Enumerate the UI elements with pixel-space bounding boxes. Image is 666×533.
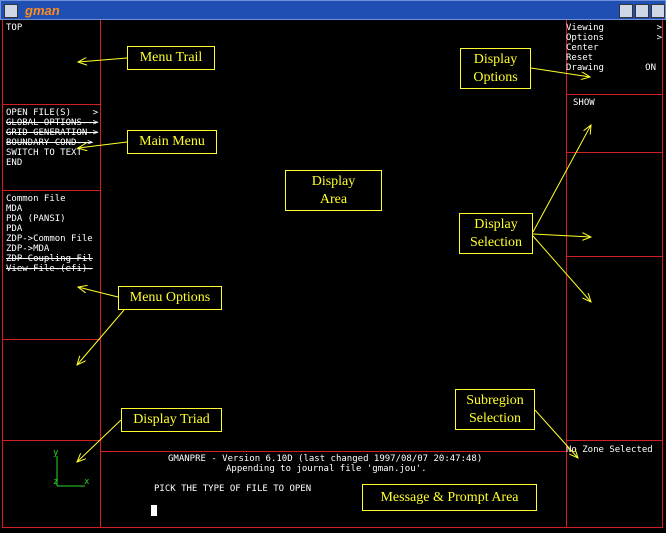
arrow-display-triad (77, 419, 122, 462)
callout-display-area-line1: Display (311, 173, 356, 189)
left-sep-3 (2, 339, 100, 340)
window-menu-button[interactable] (4, 4, 18, 18)
right-sep-4 (566, 440, 662, 441)
window-border-left (2, 20, 3, 528)
callout-display-options: Display Options (460, 48, 531, 89)
callout-menu-trail: Menu Trail (127, 46, 215, 70)
message-area-divider (100, 451, 566, 452)
arrow-subregion (534, 409, 578, 458)
callout-display-selection-line2: Selection (469, 234, 523, 250)
menu-options: Common File MDA PDA (PANSI) PDA ZDP->Com… (6, 194, 93, 274)
main-menu-global-options[interactable]: GLOBAL OPTIONS--> (6, 118, 99, 128)
callout-display-area: Display Area (285, 170, 382, 211)
menu-trail: TOP (6, 23, 23, 33)
display-option-reset[interactable]: Reset (566, 53, 662, 63)
option-pda[interactable]: PDA (6, 224, 23, 234)
maximize-button[interactable] (635, 4, 649, 18)
display-option-viewing[interactable]: Viewing > (566, 23, 662, 33)
left-sep-1 (2, 104, 100, 105)
display-option-center[interactable]: Center (566, 43, 662, 53)
option-zdp-mda[interactable]: ZDP->MDA (6, 244, 50, 254)
option-zdp-coupling-file[interactable]: ZDP Coupling Fil (6, 254, 93, 264)
callout-subregion: Subregion Selection (455, 389, 535, 430)
callout-subregion-line1: Subregion (466, 392, 524, 408)
triad-x-label: x (84, 477, 90, 487)
display-option-viewing-label: Viewing (566, 23, 604, 33)
display-option-options-suffix: > (656, 33, 662, 43)
window-title: gman (25, 3, 60, 18)
arrow-main-menu (78, 141, 128, 148)
left-sep-4 (2, 440, 100, 441)
display-option-drawing-label: Drawing (566, 63, 604, 73)
minimize-button[interactable] (619, 4, 633, 18)
left-sep-2 (2, 190, 100, 191)
arrow-display-selection-up (532, 125, 591, 233)
prompt-text: PICK THE TYPE OF FILE TO OPEN (154, 484, 312, 494)
triad-y-label: y (53, 448, 59, 458)
display-triad (56, 456, 85, 487)
right-sep-3 (566, 256, 662, 257)
display-option-options[interactable]: Options > (566, 33, 662, 43)
option-mda[interactable]: MDA (6, 204, 23, 214)
display-option-options-label: Options (566, 33, 604, 43)
callout-display-selection: Display Selection (459, 213, 533, 254)
callout-menu-options: Menu Options (118, 286, 222, 310)
main-menu-open-files[interactable]: OPEN FILE(S) > (6, 108, 99, 118)
display-option-drawing-state: ON (645, 63, 656, 73)
main-menu-boundary-cond[interactable]: BOUNDARY COND--> (6, 138, 93, 148)
callout-display-options-line1: Display (473, 51, 518, 67)
option-view-file[interactable]: View-File-(efi)- (6, 264, 93, 274)
option-common-file[interactable]: Common File (6, 194, 66, 204)
main-menu: OPEN FILE(S) > GLOBAL OPTIONS--> GRID GE… (6, 108, 98, 168)
callout-display-selection-line1: Display (474, 216, 518, 232)
main-menu-grid-generation[interactable]: GRID GENERATION-> (6, 128, 99, 138)
main-menu-end[interactable]: END (6, 158, 23, 168)
arrow-menu-trail (78, 58, 128, 62)
display-selection-show[interactable]: SHOW (573, 98, 595, 108)
window-border-right (662, 20, 663, 528)
title-bar[interactable]: gman (0, 0, 666, 20)
display-option-center-label: Center (566, 43, 599, 53)
callout-message-area: Message & Prompt Area (362, 484, 537, 511)
right-sep-2 (566, 152, 662, 153)
arrow-display-options (530, 67, 590, 77)
arrow-display-selection-mid (532, 234, 591, 237)
arrow-menu-options-down (77, 309, 125, 365)
display-option-viewing-suffix: > (656, 23, 662, 33)
arrow-menu-options-up (78, 287, 119, 298)
arrow-display-selection-down (532, 235, 591, 302)
display-options-menu: Viewing > Options > Center Reset Drawing… (566, 23, 662, 73)
option-pda-pansi[interactable]: PDA (PANSI) (6, 214, 66, 224)
callout-subregion-line2: Selection (468, 410, 522, 426)
right-sep-1 (566, 94, 662, 95)
text-cursor[interactable] (151, 505, 157, 516)
callout-display-triad: Display Triad (121, 408, 222, 432)
option-zdp-common-file[interactable]: ZDP->Common File (6, 234, 93, 244)
display-option-drawing[interactable]: Drawing ON (566, 63, 662, 73)
message-version: GMANPRE - Version 6.10D (last changed 19… (168, 454, 483, 464)
triad-z-label: z (53, 477, 59, 487)
callout-main-menu: Main Menu (127, 130, 217, 154)
callout-display-area-line2: Area (319, 191, 348, 207)
callout-display-options-line2: Options (473, 69, 518, 85)
close-button[interactable] (651, 4, 665, 18)
message-journal: Appending to journal file 'gman.jou'. (226, 464, 427, 474)
display-option-reset-label: Reset (566, 53, 594, 63)
left-panel-divider (100, 20, 101, 528)
window-border-bottom (2, 527, 663, 528)
main-menu-switch-to-text[interactable]: SWITCH TO TEXT (6, 148, 82, 158)
